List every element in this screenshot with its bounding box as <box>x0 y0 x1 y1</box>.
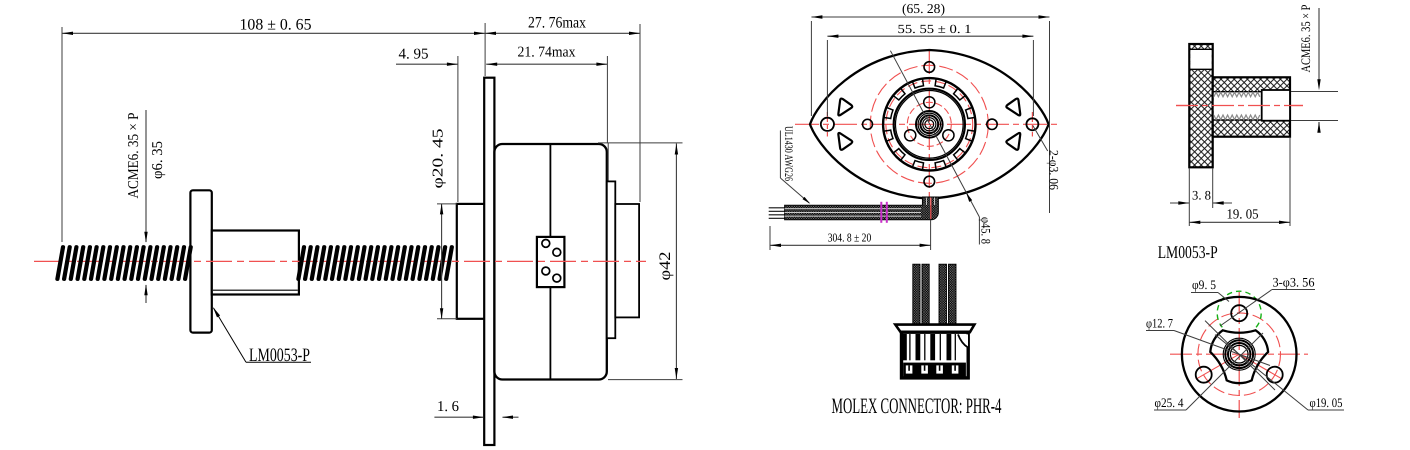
svg-text:φ45. 8: φ45. 8 <box>979 217 994 244</box>
svg-text:55. 55 ± 0. 1: 55. 55 ± 0. 1 <box>898 22 972 36</box>
svg-text:φ20. 45: φ20. 45 <box>431 129 447 189</box>
svg-text:φ25. 4: φ25. 4 <box>1155 395 1184 410</box>
svg-text:21. 74max: 21. 74max <box>518 45 576 61</box>
svg-text:4. 95: 4. 95 <box>399 47 429 63</box>
svg-text:φ6. 35: φ6. 35 <box>150 141 166 179</box>
svg-text:φ9. 5: φ9. 5 <box>1192 277 1216 292</box>
svg-text:UL1430 AWG26: UL1430 AWG26 <box>782 126 794 181</box>
svg-text:(65. 28): (65. 28) <box>902 1 945 16</box>
svg-text:1. 6: 1. 6 <box>437 399 459 415</box>
svg-text:304. 8 ± 20: 304. 8 ± 20 <box>828 230 872 244</box>
svg-text:108 ± 0. 65: 108 ± 0. 65 <box>240 17 312 34</box>
svg-text:ACME6. 35 × P: ACME6. 35 × P <box>1298 5 1313 73</box>
svg-text:3. 8: 3. 8 <box>1192 188 1211 203</box>
svg-text:φ42: φ42 <box>657 252 674 281</box>
svg-text:LM0053-P: LM0053-P <box>249 345 310 366</box>
svg-text:27. 76max: 27. 76max <box>528 15 586 32</box>
svg-text:φ19. 05: φ19. 05 <box>1310 395 1343 410</box>
svg-text:ACME6. 35 × P: ACME6. 35 × P <box>126 113 142 199</box>
svg-text:19. 05: 19. 05 <box>1227 207 1259 222</box>
svg-text:LM0053-P: LM0053-P <box>1158 242 1218 262</box>
svg-text:φ12. 7: φ12. 7 <box>1146 315 1173 330</box>
svg-text:2-φ3. 06: 2-φ3. 06 <box>1047 150 1062 190</box>
svg-text:MOLEX CONNECTOR: PHR-4: MOLEX CONNECTOR: PHR-4 <box>832 393 1002 418</box>
svg-text:3-φ3. 56: 3-φ3. 56 <box>1273 275 1315 290</box>
